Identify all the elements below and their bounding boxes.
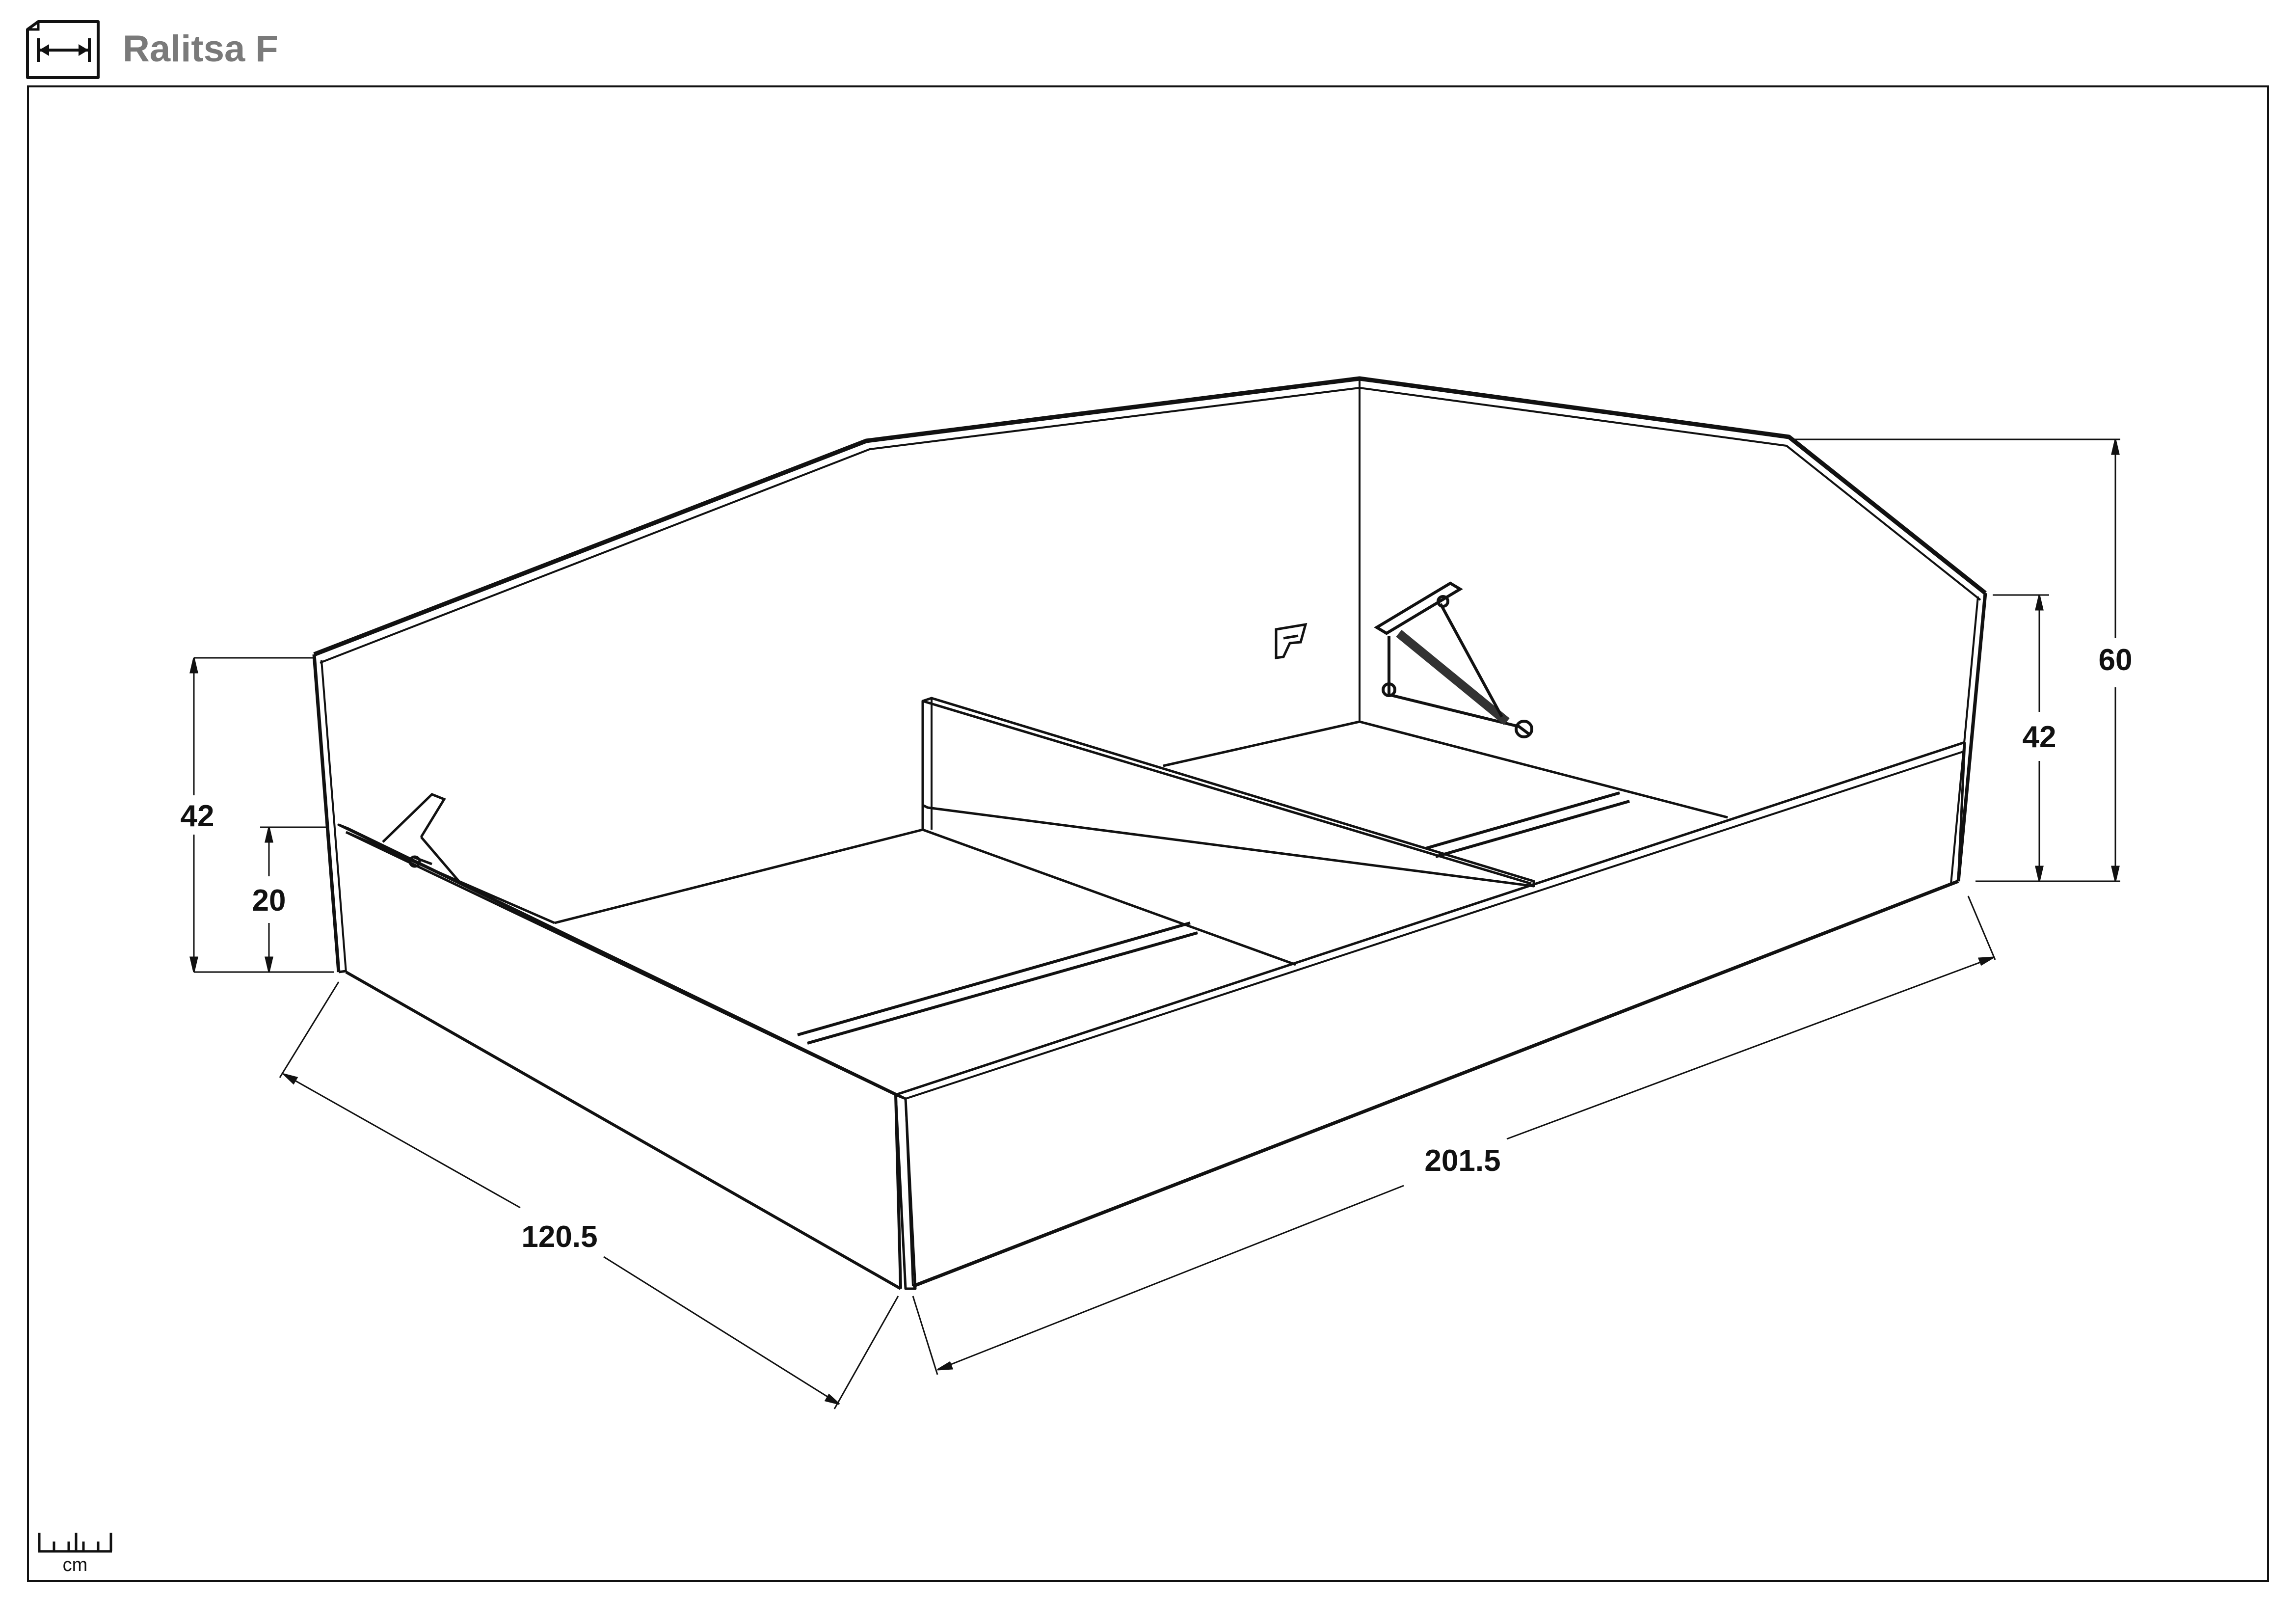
dim-left-base: 20 [252, 884, 286, 918]
lift-mechanism-left [382, 793, 460, 882]
dimension-labels: 42 20 42 60 120.5 201.5 [181, 643, 2133, 1254]
dim-right-total: 60 [2099, 643, 2133, 677]
dim-left-total: 42 [181, 799, 214, 833]
dim-right-side: 42 [2023, 720, 2056, 754]
scale-unit: cm [63, 1555, 88, 1575]
bed-body [312, 376, 1987, 1290]
drawing-frame [27, 85, 2269, 1582]
footboard [894, 1093, 917, 1290]
dimensions-icon [26, 20, 100, 79]
dim-length: 201.5 [1424, 1144, 1500, 1178]
ruler-icon [38, 1533, 112, 1553]
headboard-outline [313, 376, 1987, 657]
dim-width: 120.5 [521, 1220, 597, 1254]
lift-mechanism-right [1374, 581, 1533, 738]
dimension-lines [189, 438, 2120, 1409]
bracket [1275, 623, 1308, 659]
page-title: Ralitsa F [123, 28, 278, 70]
